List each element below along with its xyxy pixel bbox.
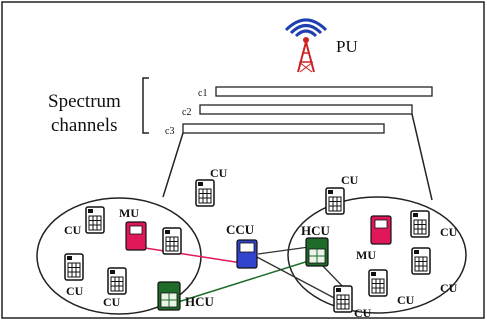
link-mu-ccu [144, 247, 243, 264]
mu-phone-icon [125, 221, 147, 251]
pu-label: PU [336, 37, 358, 56]
cu-label: CU [397, 293, 415, 307]
channel-bar-c1 [215, 86, 433, 97]
phone-icon [85, 206, 105, 234]
phone-icon [368, 269, 388, 297]
ccu-phone-icon [236, 239, 258, 269]
spectrum-label-line2: channels [51, 115, 117, 136]
spectrum-bracket [142, 77, 149, 134]
link-ccu-cu-bottom [254, 255, 339, 301]
mu-phone-icon [370, 215, 392, 245]
phone-icon [195, 179, 215, 207]
phone-icon [333, 285, 353, 313]
mu-label: MU [356, 248, 376, 262]
link-hcu-left-hcu-right [177, 258, 316, 303]
phone-icon [325, 187, 345, 215]
mu-label: MU [119, 206, 139, 220]
ccu-label: CCU [226, 222, 255, 237]
hcu-label: HCU [301, 223, 331, 238]
hcu-phone-icon [305, 237, 329, 267]
outer-frame [1, 1, 485, 319]
phone-icon [162, 227, 182, 255]
cluster-right [287, 196, 467, 314]
spectrum-label-line1: Spectrum [48, 91, 121, 112]
hcu-label: HCU [185, 294, 215, 309]
channel-label-c3: c3 [165, 126, 174, 137]
cu-label: CU [440, 281, 458, 295]
spectrum-link-right [411, 113, 433, 201]
cu-label: CU [354, 306, 372, 320]
phone-icon [64, 253, 84, 281]
cu-label: CU [440, 225, 458, 239]
phone-icon [107, 267, 127, 295]
cu-label: CU [103, 295, 121, 309]
antenna-tower-icon [284, 18, 328, 73]
channel-label-c2: c2 [182, 107, 191, 118]
channel-label-c1: c1 [198, 88, 207, 99]
hcu-phone-icon [157, 281, 181, 311]
channel-bar-c2 [199, 104, 413, 115]
spectrum-link-left [162, 132, 184, 198]
channel-bar-c3 [182, 123, 385, 134]
cu-label: CU [66, 284, 84, 298]
phone-icon [410, 210, 430, 238]
cu-label: CU [64, 223, 82, 237]
link-ccu-hcu-right [257, 246, 310, 255]
cu-label: CU [210, 166, 228, 180]
phone-icon [411, 247, 431, 275]
cu-label: CU [341, 173, 359, 187]
